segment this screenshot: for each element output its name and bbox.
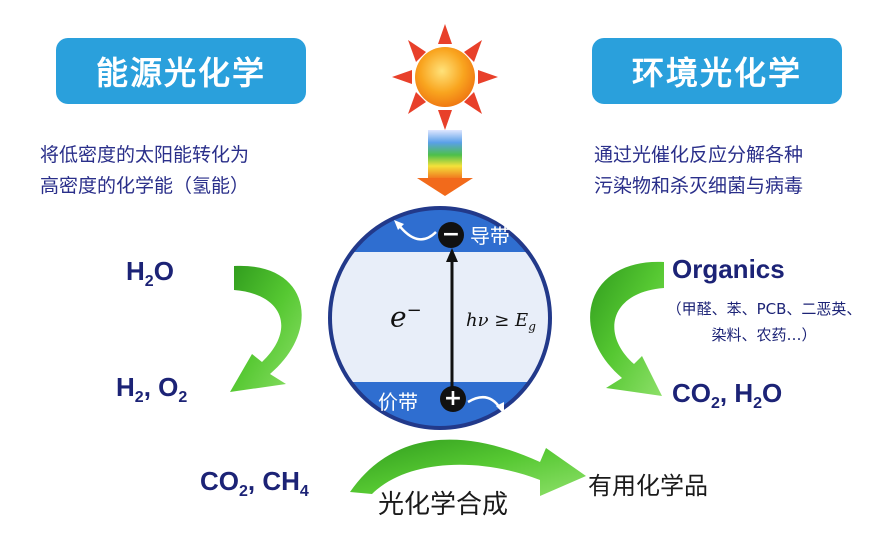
- co2-water-product: CO2, H2O: [672, 378, 783, 413]
- electron-marker: −: [438, 222, 464, 248]
- hole-marker: +: [440, 386, 466, 412]
- co2-ch4-reactant: CO2, CH4: [200, 466, 309, 501]
- electron-transfer-arrow: [397, 223, 437, 241]
- environmental-photochemistry-title: 环境光化学: [592, 38, 842, 104]
- synthesis-arrow: [350, 439, 586, 496]
- light-beam-arrow-icon: [417, 130, 473, 196]
- energy-description-line2: 高密度的化学能（氢能）: [40, 175, 250, 197]
- energy-title-text: 能源光化学: [95, 54, 266, 92]
- hydrogen-oxygen-product: H2, O2: [116, 372, 188, 407]
- organics-reactant: Organics: [672, 254, 785, 284]
- photochemical-synthesis-label: 光化学合成: [378, 490, 509, 520]
- pollutant-examples: （甲醛、苯、PCB、二恶英、 染料、农药…）: [640, 296, 888, 348]
- environment-description: 通过光催化反应分解各种 污染物和杀灭细菌与病毒: [594, 140, 803, 202]
- hole-symbol: +: [443, 386, 463, 411]
- environment-title-text: 环境光化学: [631, 54, 802, 92]
- electron-symbol: −: [441, 222, 461, 247]
- water-reactant: H2O: [126, 256, 174, 291]
- valence-band-label: 价带: [378, 390, 418, 414]
- excitation-arrow: [446, 248, 458, 392]
- useful-chemicals-label: 有用化学品: [588, 472, 708, 500]
- conduction-band-label: 导带: [470, 224, 510, 248]
- energy-photochemistry-title: 能源光化学: [56, 38, 306, 104]
- pollutant-examples-line1: （甲醛、苯、PCB、二恶英、: [666, 300, 862, 318]
- left-reaction-arrow: [230, 265, 302, 392]
- pollutant-examples-line2: 染料、农药…）: [711, 326, 817, 344]
- environment-description-line2: 污染物和杀灭细菌与病毒: [594, 175, 804, 197]
- environment-description-line1: 通过光催化反应分解各种: [594, 144, 804, 166]
- right-reaction-arrow: [590, 261, 664, 396]
- energy-description: 将低密度的太阳能转化为 高密度的化学能（氢能）: [40, 140, 249, 202]
- electron-label: e−: [390, 300, 422, 334]
- energy-description-line1: 将低密度的太阳能转化为: [40, 144, 250, 166]
- sun-icon: [392, 24, 498, 130]
- semiconductor-outline: [328, 206, 552, 430]
- energy-condition: hν ≥ Eg: [466, 310, 536, 334]
